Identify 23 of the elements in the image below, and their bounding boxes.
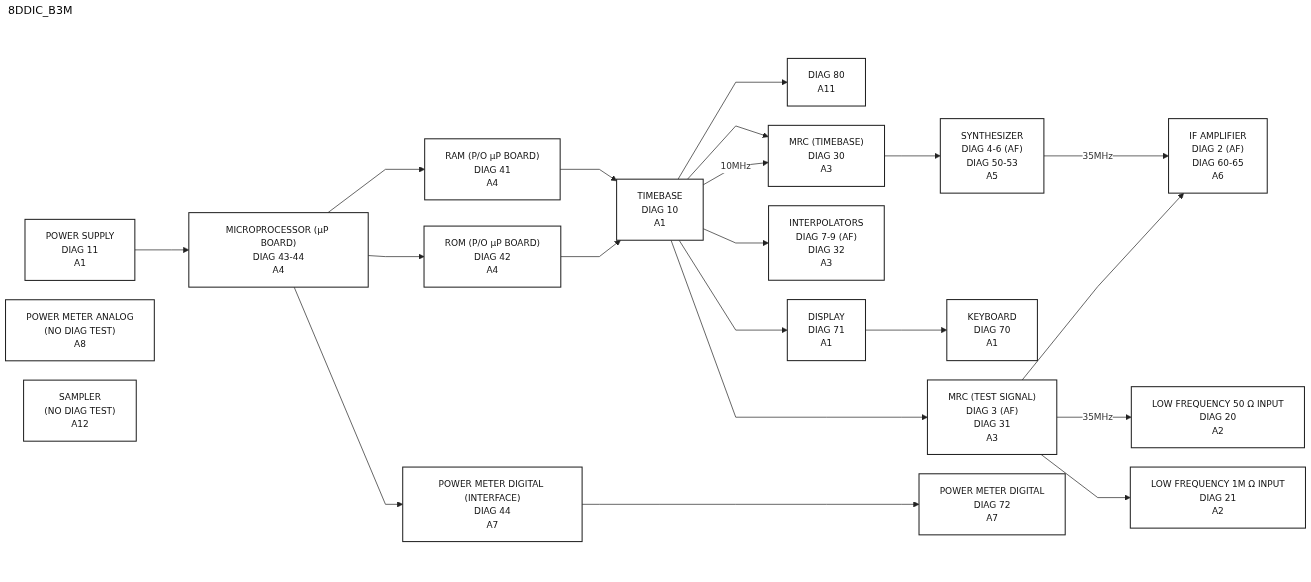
node-box: DIAG 80 A11 (786, 57, 866, 107)
node-box: SAMPLER (NO DIAG TEST) A12 (23, 379, 137, 442)
node-box: MRC (TIMEBASE) DIAG 30 A3 (767, 124, 886, 187)
edge-label: 35MHz (1082, 411, 1114, 423)
node-box: MRC (TEST SIGNAL) DIAG 3 (AF) DIAG 31 A3 (926, 379, 1058, 455)
node-box: RAM (P/O µP BOARD) DIAG 41 A4 (424, 138, 561, 201)
node-box: ROM (P/O µP BOARD) DIAG 42 A4 (423, 225, 562, 288)
node-box: IF AMPLIFIER DIAG 2 (AF) DIAG 60-65 A6 (1168, 118, 1268, 194)
edge-label: 10MHz (720, 160, 752, 172)
node-box: DISPLAY DIAG 71 A1 (786, 299, 866, 362)
node-box: KEYBOARD DIAG 70 A1 (946, 299, 1038, 362)
node-box: SYNTHESIZER DIAG 4-6 (AF) DIAG 50-53 A5 (939, 118, 1045, 194)
node-box: TIMEBASE DIAG 10 A1 (616, 178, 704, 241)
node-box: MICROPROCESSOR (µP BOARD) DIAG 43-44 A4 (188, 212, 369, 288)
node-box: POWER SUPPLY DIAG 11 A1 (24, 218, 136, 281)
edge-label: 35MHz (1082, 150, 1114, 161)
node-box: POWER METER DIGITAL DIAG 72 A7 (918, 473, 1066, 536)
node-box: POWER METER DIGITAL (INTERFACE) DIAG 44 A7 (402, 466, 583, 543)
node-box: LOW FREQUENCY 1M Ω INPUT DIAG 21 A2 (1129, 466, 1306, 529)
figure-code: 8DDIC_B3M (8, 4, 73, 17)
node-box: POWER METER ANALOG (NO DIAG TEST) A8 (5, 299, 155, 362)
node-box: INTERPOLATORS DIAG 7-9 (AF) DIAG 32 A3 (768, 205, 885, 281)
node-box: LOW FREQUENCY 50 Ω INPUT DIAG 20 A2 (1130, 386, 1305, 449)
